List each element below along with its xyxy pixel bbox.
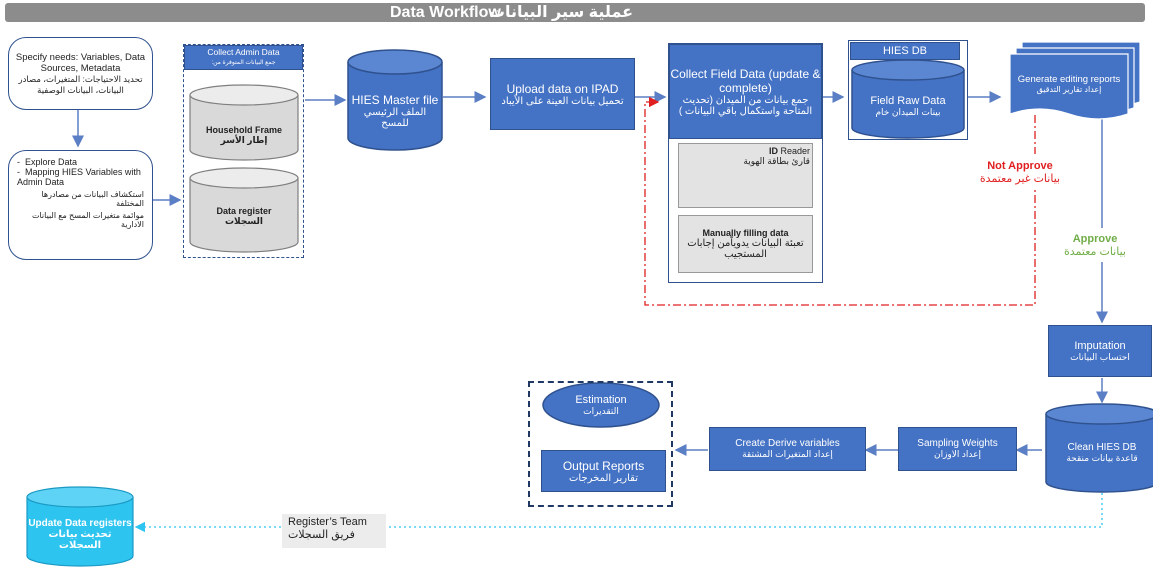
not-approve-loop — [644, 96, 1036, 306]
not-approve-label: Not Approve بيانات غير معتمدة — [965, 154, 1075, 190]
generate-reports-label: Generate editing reports إعداد تقارير ال… — [1017, 74, 1121, 94]
explore-item-2: - Mapping HIES Variables with Admin Data — [17, 167, 141, 187]
explore-item-1: - Explore Data — [17, 157, 78, 167]
upload-ipad-box: Upload data on IPAD تحميل بيانات العينة … — [490, 58, 635, 130]
collect-admin-group — [183, 44, 304, 258]
explore-box: - Explore Data - Mapping HIES Variables … — [8, 150, 153, 260]
household-frame-cylinder — [189, 84, 299, 161]
specify-needs-en: Specify needs: Variables, Data Sources, … — [15, 51, 146, 74]
manual-filling-en: Manually filling data — [702, 228, 789, 238]
field-raw-label: Field Raw Data بينات الميدان خام — [870, 94, 946, 117]
collect-field-header: Collect Field Data (update & complete) ج… — [669, 44, 822, 139]
hies-db-group — [848, 40, 968, 140]
id-reader-text: ID Reader قارئ بطاقة الهوية — [743, 146, 810, 166]
title-english: Data Workflow — [390, 4, 501, 21]
output-reports-box: Output Reports تقارير المخرجات — [541, 450, 666, 492]
manual-filling-ar: تعبئة البيانات يدوياًمن إجابات المستجيب — [687, 238, 804, 260]
hies-master-cylinder — [347, 49, 443, 151]
title-bar: عملية سير البيانات Data Workflow — [5, 3, 1145, 22]
data-register-label: Data register السجلات — [216, 205, 272, 226]
upload-ipad-ar: تحميل بيانات العينة على الأيباد — [501, 95, 624, 107]
clean-db-label: Clean HIES DB قاعدة بيانات منقحة — [1066, 442, 1138, 463]
update-registers-label: Update Data registers تحديث بيانات السجل… — [28, 517, 132, 551]
explore-ar-2: موائمة متغيرات المسح مع البيانات الاداري… — [31, 211, 144, 229]
explore-ar-1: استكشاف البيانات من مصادرها المختلفة — [41, 190, 144, 208]
id-reader-box — [678, 143, 813, 208]
collect-field-ar: جمع بيانات من الميدان (تحديث المتاحة واس… — [678, 94, 813, 117]
update-registers-cylinder — [26, 486, 134, 567]
registers-team-label: Register’s Team فريق السجلات — [282, 514, 386, 548]
title-arabic: عملية سير البيانات — [488, 4, 634, 21]
collect-field-group — [668, 43, 823, 283]
hies-db-label: HIES DB — [850, 42, 960, 60]
household-frame-label: Household Frame إطار الأسر — [205, 124, 282, 145]
approve-label: Approve بيانات معتمدة — [1050, 228, 1140, 262]
manual-filling-box: Manually filling data تعبئة البيانات يدو… — [678, 215, 813, 273]
collect-admin-header: Collect Admin Data جمع البيانات المتوفرة… — [184, 45, 303, 70]
hies-master-label: HIES Master file الملف الرئيسي للمسح — [351, 93, 439, 129]
collect-admin-title-ar: جمع البيانات المتوفرة من: — [211, 60, 276, 66]
sampling-weights-box: Sampling Weights إعداد الاوزان — [898, 427, 1017, 471]
collect-admin-title-en: Collect Admin Data — [207, 47, 280, 57]
specify-needs-box: Specify needs: Variables, Data Sources, … — [8, 37, 153, 110]
generate-reports-docs — [1009, 41, 1141, 120]
estimation-output-group — [528, 381, 673, 507]
specify-needs-ar: تحديد الاحتياجات: المتغيرات، مصادر البيا… — [18, 73, 143, 95]
field-raw-cylinder — [851, 59, 965, 139]
imputation-box: Imputation احتساب البيانات — [1048, 325, 1152, 377]
collect-field-en: Collect Field Data (update & complete) — [670, 66, 821, 95]
data-register-cylinder — [189, 167, 299, 253]
estimation-ellipse — [542, 382, 660, 428]
estimation-label: Estimation التقديرات — [575, 393, 627, 416]
derive-vars-box: Create Derive variables إعداد المتغيرات … — [709, 427, 866, 471]
clean-db-cylinder — [1045, 403, 1153, 493]
upload-ipad-en: Upload data on IPAD — [506, 81, 619, 96]
